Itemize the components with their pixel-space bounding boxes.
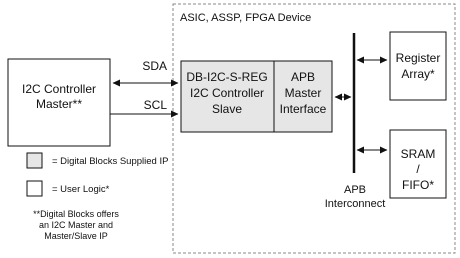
core-block-line2: I2C Controller [190,86,264,100]
legend-note-line2: an I2C Master and [39,220,113,230]
sda-label: SDA [142,59,167,73]
legend-supplied-ip-swatch [26,152,43,169]
device-region-label: ASIC, ASSP, FPGA Device [180,12,311,24]
i2c-controller-master-line1: I2C Controller [22,82,96,96]
sram-fifo-block [389,129,447,199]
sram-fifo-line1: SRAM [401,147,436,161]
apb-master-line3: Interface [280,102,327,116]
scl-label: SCL [144,98,168,112]
i2c-controller-master-line2: Master** [36,97,82,111]
core-block-line3: Slave [212,102,242,116]
device-region-border [172,3,456,254]
i2c-controller-master-block [7,58,111,147]
legend-note-line3: Master/Slave IP [44,231,108,241]
apb-master-line1: APB [291,70,315,84]
legend-user-logic-label: = User Logic* [52,184,110,195]
core-block-line1: DB-I2C-S-REG [186,70,267,84]
register-array-block [389,31,447,101]
register-array-line2: Array* [401,67,435,81]
interconnect-line2: Interconnect [325,198,386,210]
apb-master-line2: Master [285,86,322,100]
sram-fifo-line2: / [416,162,420,176]
interconnect-line1: APB [344,184,366,196]
apb-master-interface-block [273,60,333,133]
legend-supplied-ip-label: = Digital Blocks Supplied IP [52,156,168,167]
legend-note-line1: **Digital Blocks offers [33,209,119,219]
register-array-line1: Register [396,51,441,65]
legend-user-logic-swatch [26,180,43,197]
sram-fifo-line3: FIFO* [402,178,434,192]
